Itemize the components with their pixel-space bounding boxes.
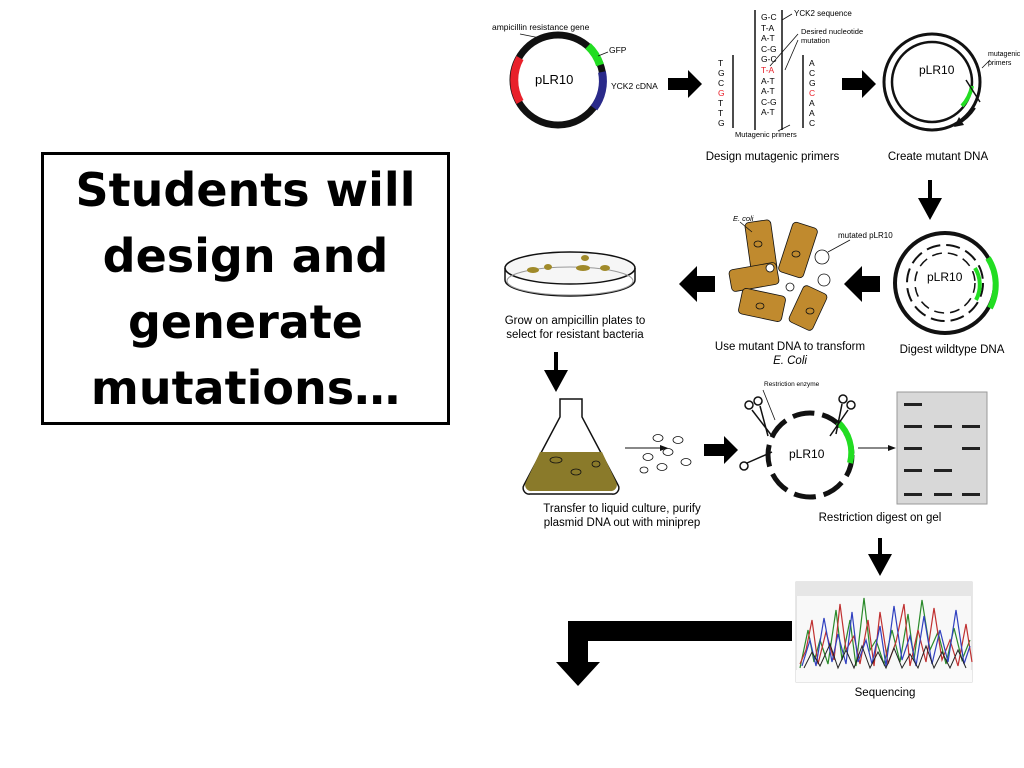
arrow-down-3: [868, 538, 892, 576]
grow-caption: Grow on ampicillin plates to select for …: [504, 315, 646, 341]
mutated-plr10-label: mutated pLR10: [838, 231, 893, 240]
mutagenic-primers-label: Mutagenic primers: [735, 130, 797, 139]
plasmid-name: pLR10: [535, 72, 574, 87]
create-mutant-caption: Create mutant DNA: [887, 151, 989, 163]
ecoli-cells: [728, 219, 851, 331]
primer-diagram: [732, 10, 804, 132]
gel-image: [896, 391, 988, 505]
digest-wildtype-caption: Digest wildtype DNA: [899, 344, 1005, 356]
mutagenic-primers-side-label: mutagenic primers: [988, 51, 1021, 67]
restriction-digest-caption: Restriction digest on gel: [818, 512, 942, 524]
restriction-plasmid-name: pLR10: [789, 447, 825, 461]
transform-caption: Use mutant DNA to transform E. Coli: [714, 341, 866, 367]
desired-mutation-label: Desired nucleotide mutation: [801, 27, 864, 45]
digest-wildtype-plasmid: [893, 231, 999, 335]
yck2-cdna-label: YCK2 cDNA: [611, 81, 658, 91]
arrow-left-2: [679, 266, 715, 302]
arrow-right-3: [704, 436, 738, 464]
title-box: Students will design and generate mutati…: [41, 152, 450, 425]
arrow-left-1: [844, 266, 880, 302]
restriction-enzyme-label: Restriction enzyme: [764, 381, 820, 388]
arrow-right-2: [842, 70, 876, 98]
e-coli-label: E. coli: [733, 214, 754, 223]
sequencing-caption: Sequencing: [854, 687, 916, 699]
ampicillin-label: ampicillin resistance gene: [492, 22, 590, 32]
arrow-right-1: [668, 70, 702, 98]
transfer-caption: Transfer to liquid culture, purify plasm…: [543, 503, 701, 529]
mutant-dna-circles: [882, 32, 991, 132]
design-primers-caption: Design mutagenic primers: [705, 151, 840, 163]
title-line-3: generate: [128, 294, 363, 349]
title-line-2: design and: [102, 228, 389, 283]
mutant-plasmid-name: pLR10: [919, 63, 955, 77]
arrow-down-2: [544, 352, 568, 392]
arrow-to-next: [556, 621, 792, 686]
arrow-down-1: [918, 180, 942, 220]
title-line-1: Students will: [75, 162, 416, 217]
digest-plasmid-name: pLR10: [927, 270, 963, 284]
title-line-4: mutations…: [90, 360, 401, 415]
culture-flask: [522, 398, 692, 495]
scissors-icon: [739, 394, 856, 471]
petri-dish: [504, 251, 636, 297]
yck2-sequence-label: YCK2 sequence: [794, 9, 852, 18]
restriction-plasmid: [739, 389, 896, 500]
plasmid-map: [509, 31, 609, 129]
sequencing-chromatogram: [795, 581, 973, 683]
title-text: Students will design and generate mutati…: [76, 157, 416, 421]
gfp-label: GFP: [609, 45, 627, 55]
